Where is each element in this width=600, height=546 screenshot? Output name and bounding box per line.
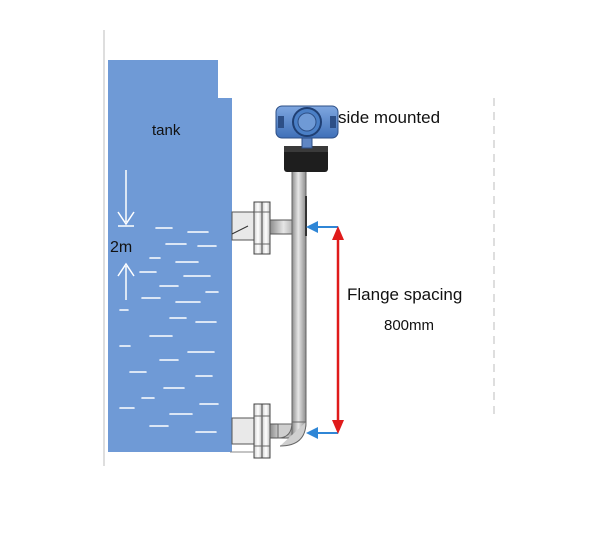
lower-flange-connection: [230, 403, 297, 459]
flange-spacing-dimension: [332, 226, 344, 434]
measuring-pipe-shaft: [291, 169, 307, 423]
level-height-label: 2m: [110, 239, 132, 256]
flange-spacing-value: 800mm: [384, 317, 434, 334]
pipe-elbow: [277, 421, 307, 447]
flange-spacing-title: Flange spacing: [347, 285, 462, 304]
upper-flange-connection: [231, 201, 301, 255]
flange-arrows: [306, 221, 338, 439]
mount-label: side mounted: [338, 108, 440, 127]
level-height-arrows: [117, 170, 135, 300]
liquid-ripples: [119, 227, 219, 433]
tank-label: tank: [152, 122, 181, 139]
transmitter-head: [275, 105, 339, 172]
tank-body: [108, 60, 232, 452]
